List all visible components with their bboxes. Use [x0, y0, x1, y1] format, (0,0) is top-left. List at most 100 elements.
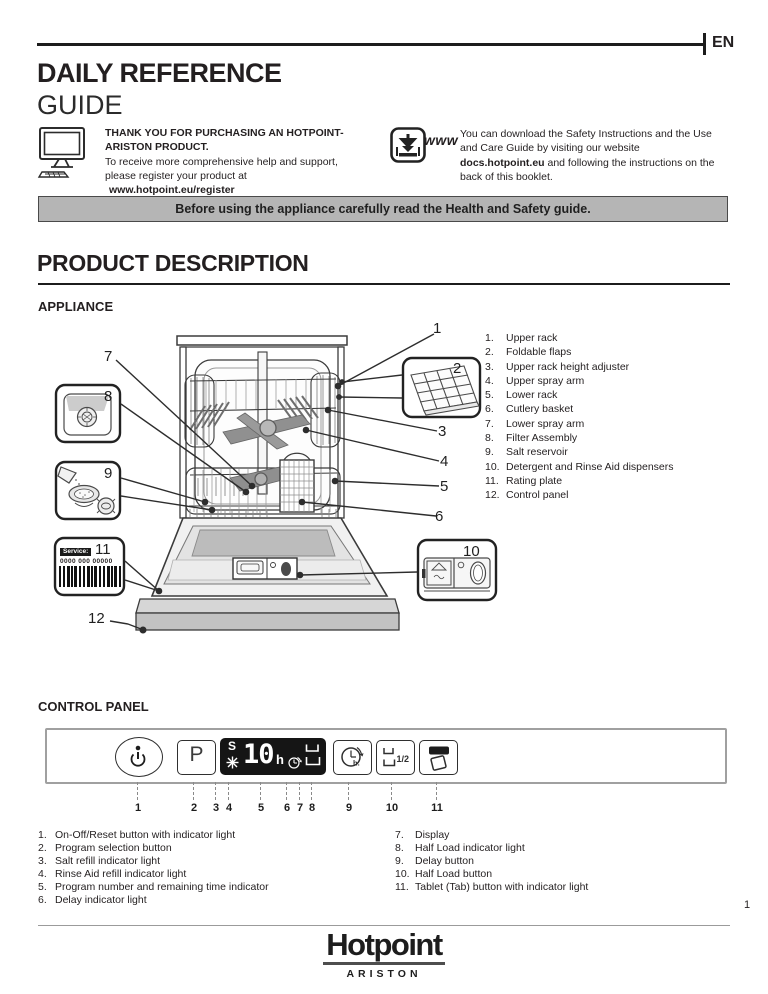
callout-label-1: 1: [433, 320, 442, 337]
register-url: www.hotpoint.eu/register: [109, 184, 235, 197]
control-panel-list-left: 1.On-Off/Reset button with indicator lig…: [38, 829, 269, 907]
panel-number-3: 3: [212, 802, 220, 814]
list-item: 2.Foldable flaps: [485, 346, 572, 359]
panel-number-6: 6: [283, 802, 291, 814]
leader-line: [286, 782, 287, 800]
callout-label-6: 6: [435, 508, 444, 525]
list-item: 9.Salt reservoir: [485, 446, 568, 459]
callout-label-3: 3: [438, 423, 447, 440]
list-item: 6.Delay indicator light: [38, 894, 147, 906]
time-display: 10: [243, 739, 275, 770]
list-item: 3.Salt refill indicator light: [38, 855, 161, 867]
list-item: 12.Control panel: [485, 489, 569, 502]
list-item: 9.Delay button: [395, 855, 474, 867]
footer-rule: [38, 925, 730, 926]
list-item: 7.Display: [395, 829, 450, 841]
leader-line: [311, 782, 312, 800]
section-rule: [38, 283, 730, 285]
register-line1: To receive more comprehensive help and s…: [105, 155, 338, 168]
download-line3-rest: and following the instructions on the: [544, 156, 715, 169]
intro-left-text: THANK YOU FOR PURCHASING AN HOTPOINT- AR…: [105, 126, 365, 197]
barcode: [59, 566, 121, 587]
list-item: 4.Rinse Aid refill indicator light: [38, 868, 187, 880]
list-item: 1.Upper rack: [485, 332, 558, 344]
list-item: 2.Program selection button: [38, 842, 172, 854]
salt-indicator: S: [228, 739, 237, 753]
list-item: 1.On-Off/Reset button with indicator lig…: [38, 829, 236, 841]
delay-indicator-icon: [288, 757, 302, 769]
list-item: 3.Upper rack height adjuster: [485, 360, 630, 373]
panel-number-7: 7: [296, 802, 304, 814]
power-icon: [130, 745, 146, 767]
appliance-list: 1.Upper rack 2.Foldable flaps 3.Upper ra…: [485, 331, 674, 503]
list-item: 8.Filter Assembly: [485, 432, 578, 445]
list-item: 10.Detergent and Rinse Aid dispensers: [485, 460, 674, 473]
page-subtitle: GUIDE: [37, 90, 123, 120]
list-item: 11.Tablet (Tab) button with indicator li…: [395, 881, 589, 893]
callout-label-5: 5: [440, 478, 449, 495]
callout-label-9: 9: [104, 465, 113, 482]
program-button-label: P: [189, 743, 204, 766]
thank-you-line1: THANK YOU FOR PURCHASING AN HOTPOINT-: [105, 127, 344, 139]
half-load-indicator-icon: [305, 744, 321, 766]
download-line3: docs.hotpoint.eu and following the instr…: [460, 156, 760, 170]
panel-number-4: 4: [225, 802, 233, 814]
callout-label-2: 2: [453, 360, 462, 377]
panel-number-10: 10: [385, 802, 399, 814]
panel-number-9: 9: [345, 802, 353, 814]
page-title: DAILY REFERENCE: [37, 58, 282, 88]
list-item: 6.Cutlery basket: [485, 403, 574, 416]
panel-number-5: 5: [257, 802, 265, 814]
intro-right-text: You can download the Safety Instructions…: [460, 127, 760, 184]
download-line4: back of this booklet.: [460, 170, 553, 183]
list-item: 10.Half Load button: [395, 868, 493, 880]
half-load-fraction: 1/2: [397, 754, 410, 764]
list-item: 11.Rating plate: [485, 474, 563, 487]
hour-suffix: h: [276, 752, 284, 767]
panel-number-11: 11: [431, 802, 443, 814]
panel-number-8: 8: [308, 802, 316, 814]
tablet-button: [419, 740, 458, 775]
half-load-button: 1/2: [376, 740, 415, 775]
delay-button: h.: [333, 740, 372, 775]
callout-label-11: 11: [95, 541, 111, 558]
list-item: 5.Lower rack: [485, 389, 558, 402]
page-number: 1: [744, 899, 751, 911]
monitor-icon: [37, 127, 85, 178]
panel-number-1: 1: [134, 802, 142, 814]
leader-line: [137, 782, 138, 800]
appliance-diagram: [53, 333, 498, 634]
half-load-icon: 1/2: [383, 748, 410, 767]
callout-label-12: 12: [88, 610, 105, 627]
control-panel-list-right: 7.Display 8.Half Load indicator light 9.…: [395, 829, 588, 894]
power-button: [115, 737, 163, 777]
www-label: www: [424, 132, 459, 148]
docs-url: docs.hotpoint.eu: [460, 156, 545, 169]
download-line2: and Care Guide by visiting our website: [460, 142, 640, 155]
control-panel-figure: P S 10 h: [45, 728, 727, 784]
display: S 10 h: [220, 738, 326, 775]
callout-label-10: 10: [463, 543, 480, 560]
leader-line: [193, 782, 194, 800]
leader-line: [348, 782, 349, 800]
sub-brand-logo: ARISTON: [346, 968, 422, 980]
register-line2: please register your product at: [105, 169, 247, 182]
section-title: PRODUCT DESCRIPTION: [37, 250, 309, 276]
leader-line: [260, 782, 261, 800]
leader-line: [215, 782, 216, 800]
callout-label-8: 8: [104, 388, 113, 405]
appliance-heading: APPLIANCE: [38, 299, 114, 314]
service-label: Service:: [60, 548, 92, 556]
delay-icon: h.: [341, 747, 364, 768]
leader-line: [299, 782, 300, 800]
tablet-icon: [429, 746, 449, 771]
download-line1: You can download the Safety Instructions…: [460, 128, 712, 140]
brand-logo-rule: [323, 962, 445, 965]
rinse-aid-icon: [226, 756, 239, 769]
language-tag: EN: [712, 34, 735, 51]
delay-hour-label: h.: [353, 759, 360, 768]
list-item: 5.Program number and remaining time indi…: [38, 881, 269, 893]
list-item: 8.Half Load indicator light: [395, 842, 525, 854]
download-icon: [390, 127, 426, 163]
